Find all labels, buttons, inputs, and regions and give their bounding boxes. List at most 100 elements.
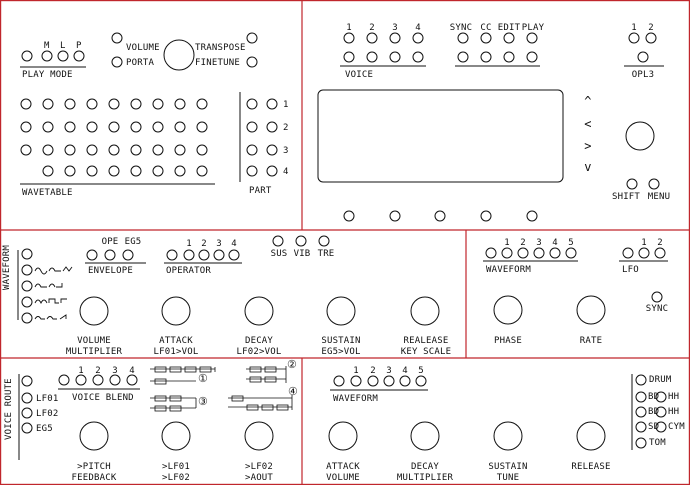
operator-led-0[interactable] bbox=[166, 249, 178, 261]
operator-led-4[interactable] bbox=[228, 249, 240, 261]
drum-led-sd-cym[interactable] bbox=[635, 421, 647, 433]
drum-led-bd-hh-2[interactable] bbox=[635, 406, 647, 418]
drum-release-knob[interactable] bbox=[576, 421, 606, 451]
part-led-2a[interactable] bbox=[246, 121, 258, 133]
volume-knob[interactable] bbox=[79, 296, 109, 326]
lfo-led-2[interactable] bbox=[654, 247, 666, 259]
play-button[interactable] bbox=[526, 51, 538, 63]
edit-led[interactable] bbox=[503, 32, 515, 44]
drum-led-drum[interactable] bbox=[635, 374, 647, 386]
lfo-led-0[interactable] bbox=[622, 247, 634, 259]
voice-led-4[interactable] bbox=[412, 32, 424, 44]
lfo-waveform-led-1[interactable] bbox=[501, 247, 513, 259]
voice-button-4[interactable] bbox=[412, 51, 424, 63]
opl3-led-2[interactable] bbox=[645, 32, 657, 44]
nav-down-icon[interactable]: v bbox=[584, 160, 592, 174]
cc-led[interactable] bbox=[480, 32, 492, 44]
sustain-knob[interactable] bbox=[326, 296, 356, 326]
voice-blend-led-0[interactable] bbox=[58, 374, 70, 386]
voice-blend-led-3[interactable] bbox=[109, 374, 121, 386]
voice-route-led-0[interactable] bbox=[21, 375, 33, 387]
voice-button-3[interactable] bbox=[389, 51, 401, 63]
voice-led-3[interactable] bbox=[389, 32, 401, 44]
play-mode-led-m[interactable] bbox=[41, 50, 53, 62]
nav-right-icon[interactable]: > bbox=[584, 139, 592, 153]
menu-button[interactable] bbox=[648, 178, 660, 190]
part-led-1a[interactable] bbox=[246, 98, 258, 110]
voice-route-led-lf01[interactable] bbox=[21, 392, 33, 404]
drum-sustain-knob[interactable] bbox=[493, 421, 523, 451]
tre-led[interactable] bbox=[318, 235, 330, 247]
pitch-feedback-knob[interactable] bbox=[79, 421, 109, 451]
finetune-led[interactable] bbox=[246, 56, 258, 68]
voice-route-led-eg5[interactable] bbox=[21, 422, 33, 434]
nav-left-icon[interactable]: < bbox=[584, 117, 592, 131]
nav-up-icon[interactable]: ^ bbox=[584, 94, 592, 108]
shift-button[interactable] bbox=[626, 178, 638, 190]
op-waveform-led-3[interactable] bbox=[21, 296, 33, 308]
drum-waveform-led-5[interactable] bbox=[415, 375, 427, 387]
part-led-3a[interactable] bbox=[246, 144, 258, 156]
drum-waveform-led-1[interactable] bbox=[350, 375, 362, 387]
voice-blend-led-4[interactable] bbox=[126, 374, 138, 386]
opl3-led-1[interactable] bbox=[628, 32, 640, 44]
drum-led-cym[interactable] bbox=[655, 421, 667, 433]
data-encoder-knob[interactable] bbox=[625, 121, 655, 151]
lfo-waveform-led-2[interactable] bbox=[517, 247, 529, 259]
operator-led-1[interactable] bbox=[183, 249, 195, 261]
drum-decay-knob[interactable] bbox=[410, 421, 440, 451]
play-led[interactable] bbox=[526, 32, 538, 44]
part-led-3b[interactable] bbox=[266, 144, 278, 156]
lfo-waveform-led-0[interactable] bbox=[485, 247, 497, 259]
voice-blend-led-2[interactable] bbox=[92, 374, 104, 386]
op-waveform-led-4[interactable] bbox=[21, 312, 33, 324]
volume-led[interactable] bbox=[111, 32, 123, 44]
operator-led-2[interactable] bbox=[198, 249, 210, 261]
op-waveform-led-0[interactable] bbox=[21, 248, 33, 260]
drum-led-bd-hh-1[interactable] bbox=[635, 391, 647, 403]
rate-knob[interactable] bbox=[576, 295, 606, 325]
part-led-1b[interactable] bbox=[266, 98, 278, 110]
play-mode-led-1[interactable] bbox=[21, 50, 33, 62]
voice-button-2[interactable] bbox=[366, 51, 378, 63]
voice-button-1[interactable] bbox=[343, 51, 355, 63]
attack-knob[interactable] bbox=[161, 296, 191, 326]
phase-knob[interactable] bbox=[493, 295, 523, 325]
lf01-lf02-knob[interactable] bbox=[161, 421, 191, 451]
soft-button-1[interactable] bbox=[343, 210, 355, 222]
part-led-4a[interactable] bbox=[246, 165, 258, 177]
envelope-led-1[interactable] bbox=[86, 249, 98, 261]
wavetable-grid[interactable] bbox=[20, 98, 208, 177]
cc-button[interactable] bbox=[480, 51, 492, 63]
soft-button-5[interactable] bbox=[526, 210, 538, 222]
release-knob[interactable] bbox=[410, 296, 440, 326]
voice-route-led-lf02[interactable] bbox=[21, 407, 33, 419]
envelope-led-ope[interactable] bbox=[104, 249, 116, 261]
lf02-aout-knob[interactable] bbox=[244, 421, 274, 451]
voice-led-2[interactable] bbox=[366, 32, 378, 44]
lfo-waveform-led-4[interactable] bbox=[549, 247, 561, 259]
drum-waveform-led-3[interactable] bbox=[383, 375, 395, 387]
sync-button[interactable] bbox=[457, 51, 469, 63]
drum-attack-knob[interactable] bbox=[328, 421, 358, 451]
lfo-waveform-led-3[interactable] bbox=[533, 247, 545, 259]
soft-button-2[interactable] bbox=[389, 210, 401, 222]
play-mode-led-l[interactable] bbox=[57, 50, 69, 62]
main-knob[interactable] bbox=[163, 39, 195, 71]
drum-waveform-led-0[interactable] bbox=[333, 375, 345, 387]
porta-led[interactable] bbox=[111, 56, 123, 68]
lfo-waveform-led-5[interactable] bbox=[565, 247, 577, 259]
soft-button-3[interactable] bbox=[434, 210, 446, 222]
vib-led[interactable] bbox=[295, 235, 307, 247]
part-led-4b[interactable] bbox=[266, 165, 278, 177]
lfo-led-1[interactable] bbox=[638, 247, 650, 259]
soft-button-4[interactable] bbox=[480, 210, 492, 222]
drum-waveform-led-2[interactable] bbox=[367, 375, 379, 387]
op-waveform-led-2[interactable] bbox=[21, 280, 33, 292]
operator-led-3[interactable] bbox=[213, 249, 225, 261]
envelope-led-eg5[interactable] bbox=[122, 249, 134, 261]
voice-blend-led-1[interactable] bbox=[75, 374, 87, 386]
drum-led-tom[interactable] bbox=[635, 437, 647, 449]
opl3-button[interactable] bbox=[637, 51, 649, 63]
transpose-led[interactable] bbox=[246, 32, 258, 44]
